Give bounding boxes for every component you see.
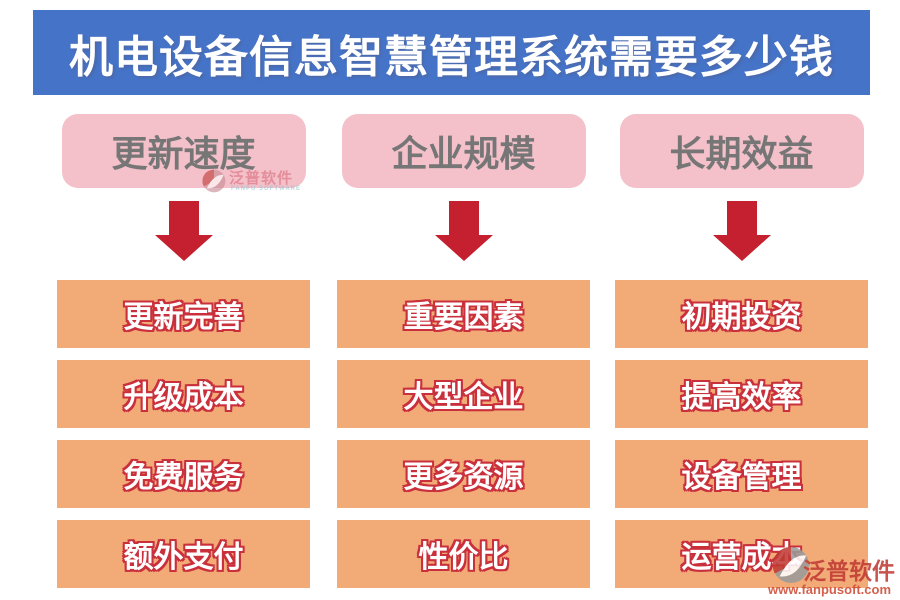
category-box-update-speed: 更新速度 [61, 114, 306, 188]
factor-label: 设备管理 [681, 461, 802, 494]
factor-label: 大型企业 [403, 381, 524, 414]
factor-item: 额外支付 [57, 520, 310, 588]
fanpu-watermark-bottom: 泛普软件 www.fanpusoft.com [768, 542, 898, 598]
column-long-term-benefit: 长期效益 初期投资 提高效率 设备管理 运营成本 [615, 114, 868, 588]
factor-item: 升级成本 [57, 360, 310, 428]
factor-label: 提高效率 [681, 381, 802, 414]
down-arrow-icon [154, 201, 213, 261]
factor-label: 性价比 [418, 541, 509, 574]
fanpu-url-text: www.fanpusoft.com [768, 582, 892, 597]
down-arrow-icon [434, 201, 493, 261]
category-label: 企业规模 [391, 133, 536, 174]
factor-item: 更多资源 [337, 440, 590, 508]
factor-label: 免费服务 [123, 461, 244, 494]
factor-item: 重要因素 [337, 280, 590, 348]
fanpu-watermark-top: 泛普软件 FANPU SOFTWARE [202, 164, 332, 206]
category-label: 长期效益 [669, 133, 814, 174]
fanpu-brand-text: 泛普软件 [229, 170, 294, 187]
factor-label: 额外支付 [123, 541, 244, 574]
factor-item: 初期投资 [615, 280, 868, 348]
factor-item: 设备管理 [615, 440, 868, 508]
category-box-company-size: 企业规模 [341, 114, 586, 188]
factor-item: 更新完善 [57, 280, 310, 348]
factor-label: 更多资源 [403, 461, 524, 494]
factor-label: 升级成本 [123, 381, 244, 414]
column-update-speed: 更新速度 更新完善 升级成本 免费服务 额外支付 [57, 114, 310, 588]
factor-label: 更新完善 [123, 301, 244, 334]
factor-item: 性价比 [337, 520, 590, 588]
fanpu-brand-subtext: FANPU SOFTWARE [231, 186, 302, 192]
factor-item: 免费服务 [57, 440, 310, 508]
column-company-size: 企业规模 重要因素 大型企业 更多资源 性价比 [337, 114, 590, 588]
factor-item: 大型企业 [337, 360, 590, 428]
page-title-banner: 机电设备信息智慧管理系统需要多少钱 [33, 10, 870, 95]
category-box-long-term-benefit: 长期效益 [619, 114, 864, 188]
fanpu-brand-text: 泛普软件 [803, 558, 895, 584]
factor-item: 运营成本 [615, 520, 868, 588]
factor-label: 重要因素 [403, 301, 524, 334]
fanpu-logo-icon [202, 169, 226, 193]
category-label: 更新速度 [111, 133, 256, 174]
page-title: 机电设备信息智慧管理系统需要多少钱 [69, 32, 834, 82]
fanpu-logo-icon [772, 546, 810, 584]
down-arrow-icon [712, 201, 771, 261]
factor-label: 初期投资 [681, 301, 802, 334]
factor-item: 提高效率 [615, 360, 868, 428]
